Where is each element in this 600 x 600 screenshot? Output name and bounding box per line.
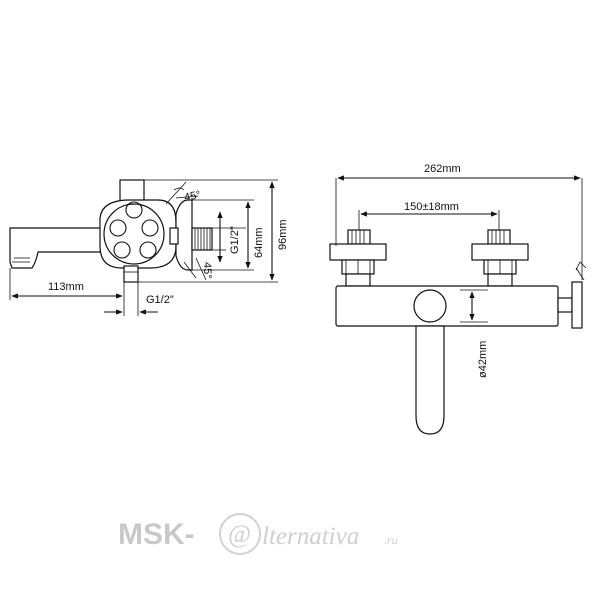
watermark-brand-right: lternativa: [262, 523, 359, 550]
dim-center-distance-label: 150±18mm: [404, 201, 459, 213]
dim-thread-bottom-label: G1/2": [146, 294, 174, 306]
side-handle: [557, 261, 587, 329]
watermark-brand-left: MSK-: [118, 518, 195, 551]
dim-total-width-label: 262mm: [424, 163, 461, 175]
dim-height-outer-label: 96mm: [277, 219, 289, 250]
dim-angle-bottom: 45°: [201, 262, 213, 279]
lever-hub: [413, 289, 447, 323]
right-inlet: [471, 229, 529, 287]
dim-thread-vertical-label: G1/2": [229, 226, 241, 254]
dim-angle-top: 45°: [183, 189, 202, 204]
side-view: 45° 45° G1/2" 64mm 96mm 113mm G1/2": [9, 179, 289, 316]
lever: [415, 325, 445, 435]
mixer-bar: [335, 285, 559, 327]
dim-spout-length-label: 113mm: [48, 281, 84, 293]
handle-knob: [103, 203, 165, 265]
spout: [9, 227, 113, 269]
watermark-brand-at: @: [228, 521, 251, 548]
thread-connector: [191, 227, 213, 251]
dim-diameter-label: ø42mm: [477, 341, 489, 378]
watermark-brand-domain: .ru: [384, 533, 398, 547]
bottom-outlet: [123, 265, 139, 283]
watermark-at-ring: [219, 513, 261, 555]
left-inlet: [329, 229, 387, 287]
dim-height-inner-label: 64mm: [253, 227, 265, 258]
watermark: MSK- @ lternativa .ru: [118, 513, 398, 555]
front-view: 262mm 150±18mm ø42mm: [329, 163, 587, 435]
